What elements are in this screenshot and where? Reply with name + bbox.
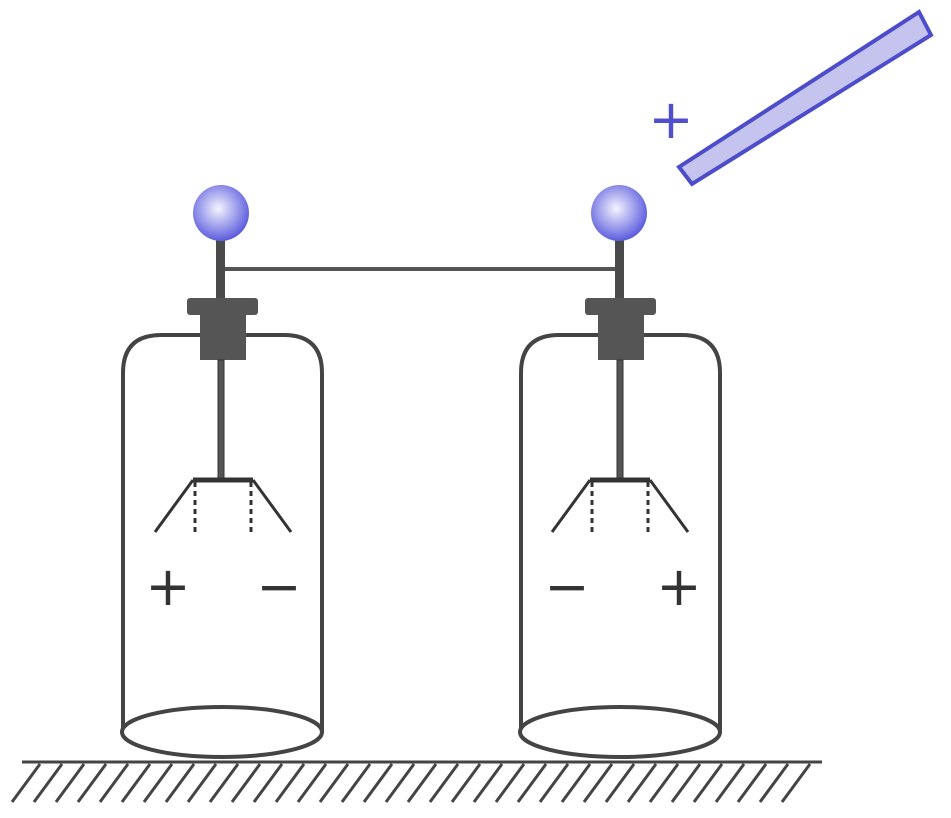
ground-hatch-line <box>208 763 240 803</box>
rod-charge-sign: + <box>648 88 693 151</box>
ground-hatch-line <box>714 763 746 803</box>
stem-right <box>615 238 624 300</box>
ground-hatch-line <box>10 763 42 803</box>
ground-hatch-line <box>538 763 570 803</box>
right-scope-charge-right: + <box>656 555 701 618</box>
ground-hatch-line <box>120 763 152 803</box>
ground-hatch-line <box>54 763 86 803</box>
ground-hatch-line <box>582 763 614 803</box>
ground-hatch-line <box>32 763 64 803</box>
ground-hatch-line <box>296 763 328 803</box>
ground-hatch-line <box>692 763 724 803</box>
stem-left <box>216 238 225 300</box>
jar-right <box>518 333 722 759</box>
leaves-right <box>550 479 690 536</box>
ground-hatch-line <box>318 763 350 803</box>
ground-hatch-line <box>362 763 394 803</box>
right-scope-charge-left: − <box>544 555 589 618</box>
metal-ball-icon <box>591 185 647 241</box>
ground-hatch-line <box>428 763 460 803</box>
electroscope-left: + − <box>120 185 324 759</box>
ground-hatch-line <box>780 763 812 803</box>
ground-hatch-line <box>494 763 526 803</box>
stopper-left <box>200 313 246 360</box>
ground-hatch-line <box>758 763 790 803</box>
ground-hatch-line <box>516 763 548 803</box>
ground-hatch-line <box>648 763 680 803</box>
leaves-left <box>153 479 293 536</box>
cap-left <box>187 298 258 315</box>
cap-right <box>585 298 656 315</box>
hatched-ground-icon <box>10 760 822 803</box>
ground-hatch-line <box>626 763 658 803</box>
metal-ball-icon <box>193 185 249 241</box>
ground-hatch-line <box>164 763 196 803</box>
ground-hatch-line <box>274 763 306 803</box>
ground-hatch-line <box>252 763 284 803</box>
ground-hatch-line <box>560 763 592 803</box>
ground-hatch-line <box>142 763 174 803</box>
ground-hatch-line <box>384 763 416 803</box>
ground-hatch-line <box>186 763 218 803</box>
ground-hatch-line <box>670 763 702 803</box>
rod-inner-right <box>616 359 624 481</box>
ground-hatch-line <box>450 763 482 803</box>
stopper-right <box>598 313 644 360</box>
rod-inner-left <box>217 359 225 481</box>
electroscope-right: − + <box>518 185 722 759</box>
charged-rod <box>676 9 934 187</box>
ground-hatch-line <box>230 763 262 803</box>
ground-hatch-line <box>340 763 372 803</box>
ground-hatch-line <box>98 763 130 803</box>
left-scope-charge-right: − <box>256 555 301 618</box>
ground-hatch-line <box>604 763 636 803</box>
ground-hatch-line <box>76 763 108 803</box>
ground-hatch-line <box>736 763 768 803</box>
ground-hatch-line <box>472 763 504 803</box>
left-scope-charge-left: + <box>145 555 190 618</box>
ground-hatch-line <box>406 763 438 803</box>
